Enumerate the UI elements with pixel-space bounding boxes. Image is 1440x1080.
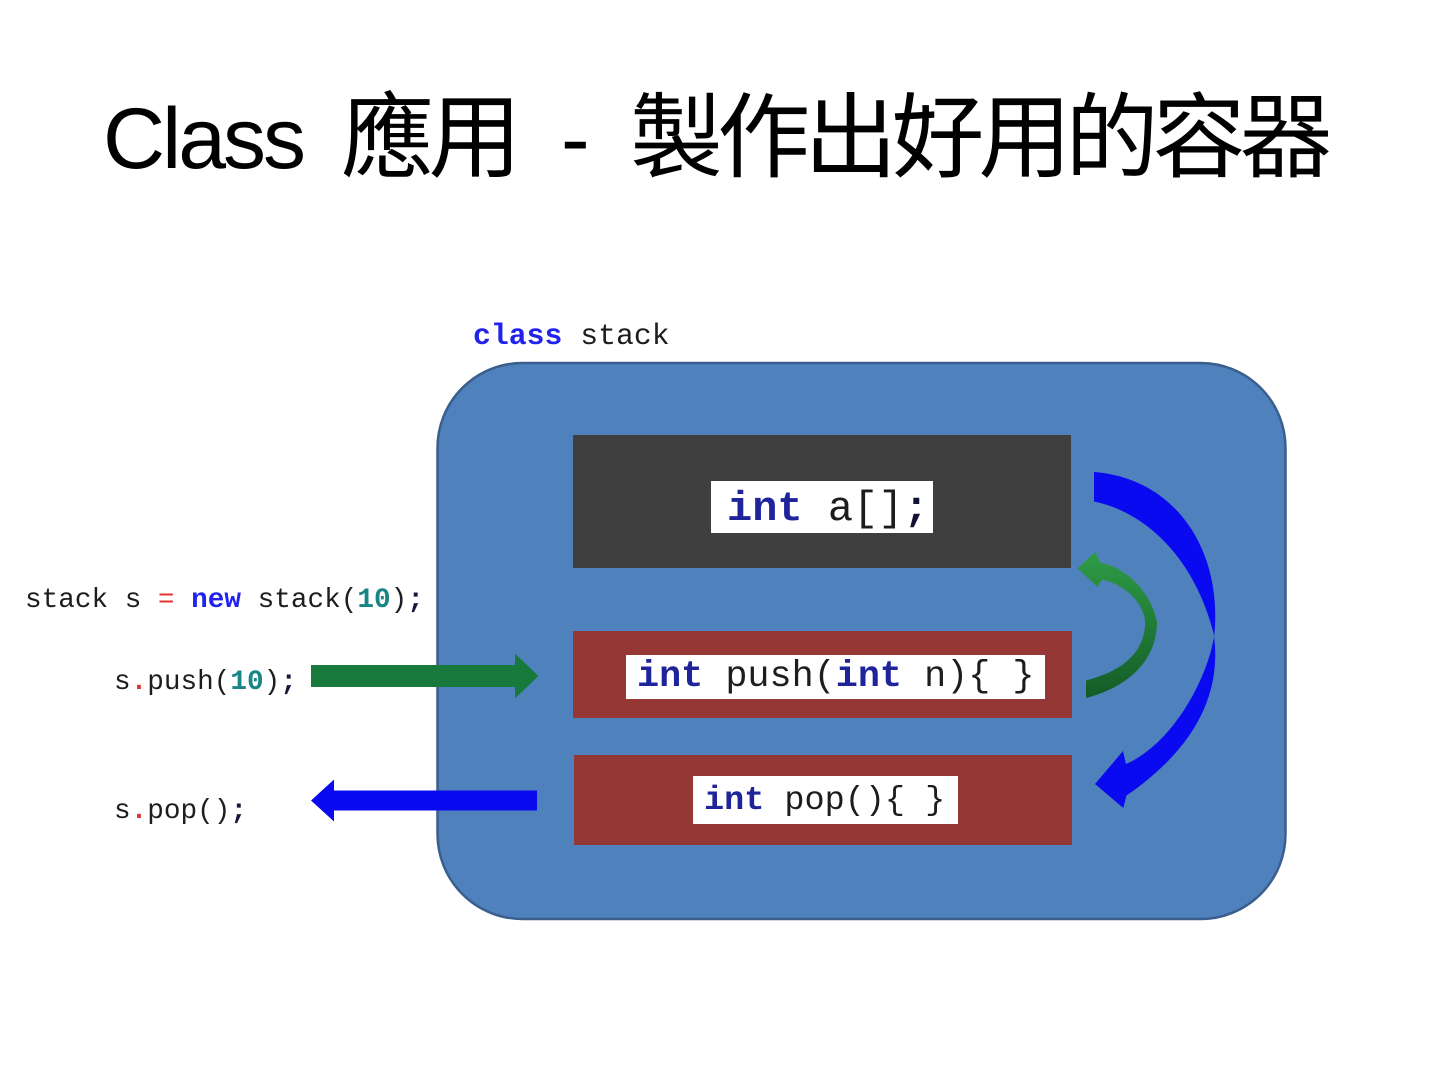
svg-text:int pop(){ }: int pop(){ } xyxy=(704,782,945,820)
svg-text:Class: Class xyxy=(103,91,306,187)
svg-text:-: - xyxy=(561,91,590,187)
svg-text:int a[];: int a[]; xyxy=(727,485,929,533)
svg-text:int push(int n){ }: int push(int n){ } xyxy=(637,656,1035,698)
svg-text:s.push(10);: s.push(10); xyxy=(114,667,297,698)
svg-text:s.pop();: s.pop(); xyxy=(114,796,247,827)
svg-text:class stack: class stack xyxy=(473,319,670,353)
svg-text:stack s = new stack(10);: stack s = new stack(10); xyxy=(25,585,424,616)
